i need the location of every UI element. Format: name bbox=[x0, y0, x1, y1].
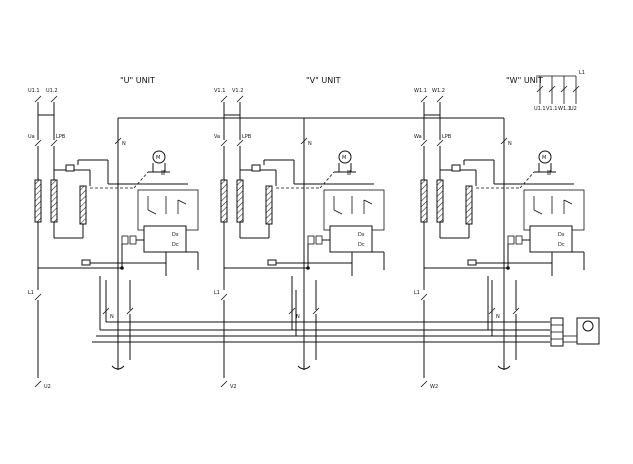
motor-label: M bbox=[542, 155, 546, 161]
neutral-label: N bbox=[308, 141, 312, 147]
module-pin-2: Dc bbox=[358, 242, 365, 248]
terminal-1-label: W1.1 bbox=[414, 88, 427, 94]
bottom-terminal-label: V2 bbox=[230, 384, 237, 390]
terminal-mid-1-label: Ua bbox=[28, 134, 35, 140]
motor-label: M bbox=[156, 155, 160, 161]
line-label: L1 bbox=[28, 290, 34, 296]
legend-caption-4: U2 bbox=[570, 106, 577, 112]
terminal-2-label: V1.2 bbox=[232, 88, 243, 94]
lower-neutral-label: N bbox=[296, 314, 300, 320]
terminal-2-label: W1.2 bbox=[432, 88, 445, 94]
line-label: L1 bbox=[414, 290, 420, 296]
module-pin-1: Ds bbox=[558, 232, 565, 238]
module-pin-2: Dc bbox=[558, 242, 565, 248]
terminal-1-label: V1.1 bbox=[214, 88, 225, 94]
neutral-label: N bbox=[508, 141, 512, 147]
terminal-mid-2-label: LPB bbox=[442, 134, 452, 140]
bottom-terminal-label: W2 bbox=[430, 384, 438, 390]
unit-w-text: "W" UNIT W1.1 W1.2 Wa LPB N L1 W2 N M Ds… bbox=[414, 76, 565, 390]
legend-caption-1: U1.1 bbox=[534, 106, 546, 112]
unit-title: "W" UNIT bbox=[506, 76, 543, 85]
terminal-2-label: U1.2 bbox=[46, 88, 58, 94]
terminal-block bbox=[550, 317, 600, 347]
shared-bus bbox=[92, 276, 550, 343]
unit-title: "U" UNIT bbox=[120, 76, 155, 85]
terminal-mid-2-label: LPB bbox=[242, 134, 252, 140]
line-label: L1 bbox=[214, 290, 220, 296]
bottom-terminal-label: U2 bbox=[44, 384, 51, 390]
terminal-mid-1-label: Va bbox=[214, 134, 220, 140]
legend-label: L1 bbox=[579, 70, 585, 76]
legend-caption-2: V1.1 bbox=[546, 106, 557, 112]
unit-v-text: "V" UNIT V1.1 V1.2 Va LPB N L1 V2 N M Ds… bbox=[214, 76, 365, 390]
lower-neutral-label: N bbox=[110, 314, 114, 320]
legend-schematic: L1 U1.1 V1.1 W1.1 U2 bbox=[534, 70, 585, 112]
unit-title: "V" UNIT bbox=[306, 76, 341, 85]
terminal-mid-2-label: LPB bbox=[56, 134, 66, 140]
terminal-1-label: U1.1 bbox=[28, 88, 40, 94]
module-pin-1: Ds bbox=[172, 232, 179, 238]
legend-caption-3: W1.1 bbox=[558, 106, 571, 112]
unit-u-text: "U" UNIT U1.1 U1.2 Ua LPB N L1 U2 N M Ds… bbox=[28, 76, 179, 390]
module-pin-2: Dc bbox=[172, 242, 179, 248]
module-pin-1: Ds bbox=[358, 232, 365, 238]
motor-label: M bbox=[342, 155, 346, 161]
terminal-mid-1-label: Wa bbox=[414, 134, 422, 140]
neutral-label: N bbox=[122, 141, 126, 147]
lower-neutral-label: N bbox=[496, 314, 500, 320]
